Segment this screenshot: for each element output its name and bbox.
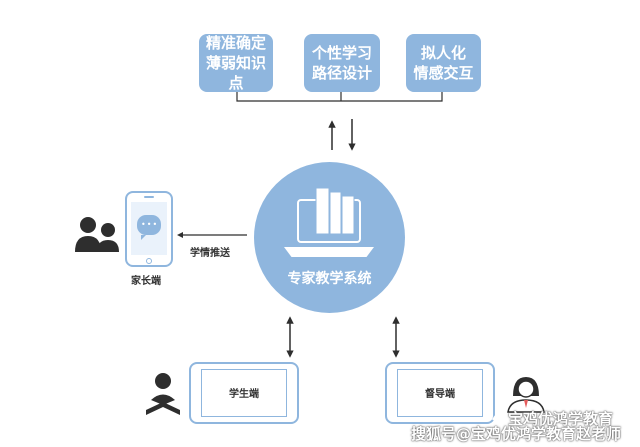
parent-label: 家长端 (131, 276, 161, 287)
feature-box-learning-path: 个性学习 路径设计 (304, 34, 380, 92)
feature-bracket (236, 92, 443, 102)
feature-line1: 精准确定 (205, 34, 266, 52)
watermark-line2: 搜狐号@宝鸡优鸿学教育赵老师 (411, 425, 622, 443)
expert-system-label: 专家教学系统 (287, 271, 372, 287)
feature-line2: 路径设计 (311, 64, 372, 82)
watermark-logo-icon (492, 414, 504, 421)
feature-line2: 薄弱知识点 (205, 54, 266, 92)
supervisor-tablet: 督导端 (385, 362, 495, 424)
feature-line1: 个性学习 (311, 44, 372, 62)
feature-line2: 情感交互 (413, 64, 474, 82)
supervisor-label: 督导端 (425, 389, 455, 400)
push-arrow-label: 学情推送 (190, 248, 230, 259)
student-label: 学生端 (229, 389, 259, 400)
feature-box-weak-points: 精准确定 薄弱知识点 (199, 34, 273, 92)
chat-icon: ••• (137, 215, 161, 240)
feature-line1: 拟人化 (420, 44, 466, 62)
phone-icon: ••• (125, 191, 173, 267)
feature-box-emotional-interaction: 拟人化 情感交互 (406, 34, 481, 92)
student-tablet: 学生端 (189, 362, 299, 424)
expert-system-circle (254, 162, 405, 313)
watermark-line1: 宝鸡优鸿学教育 (508, 410, 614, 428)
